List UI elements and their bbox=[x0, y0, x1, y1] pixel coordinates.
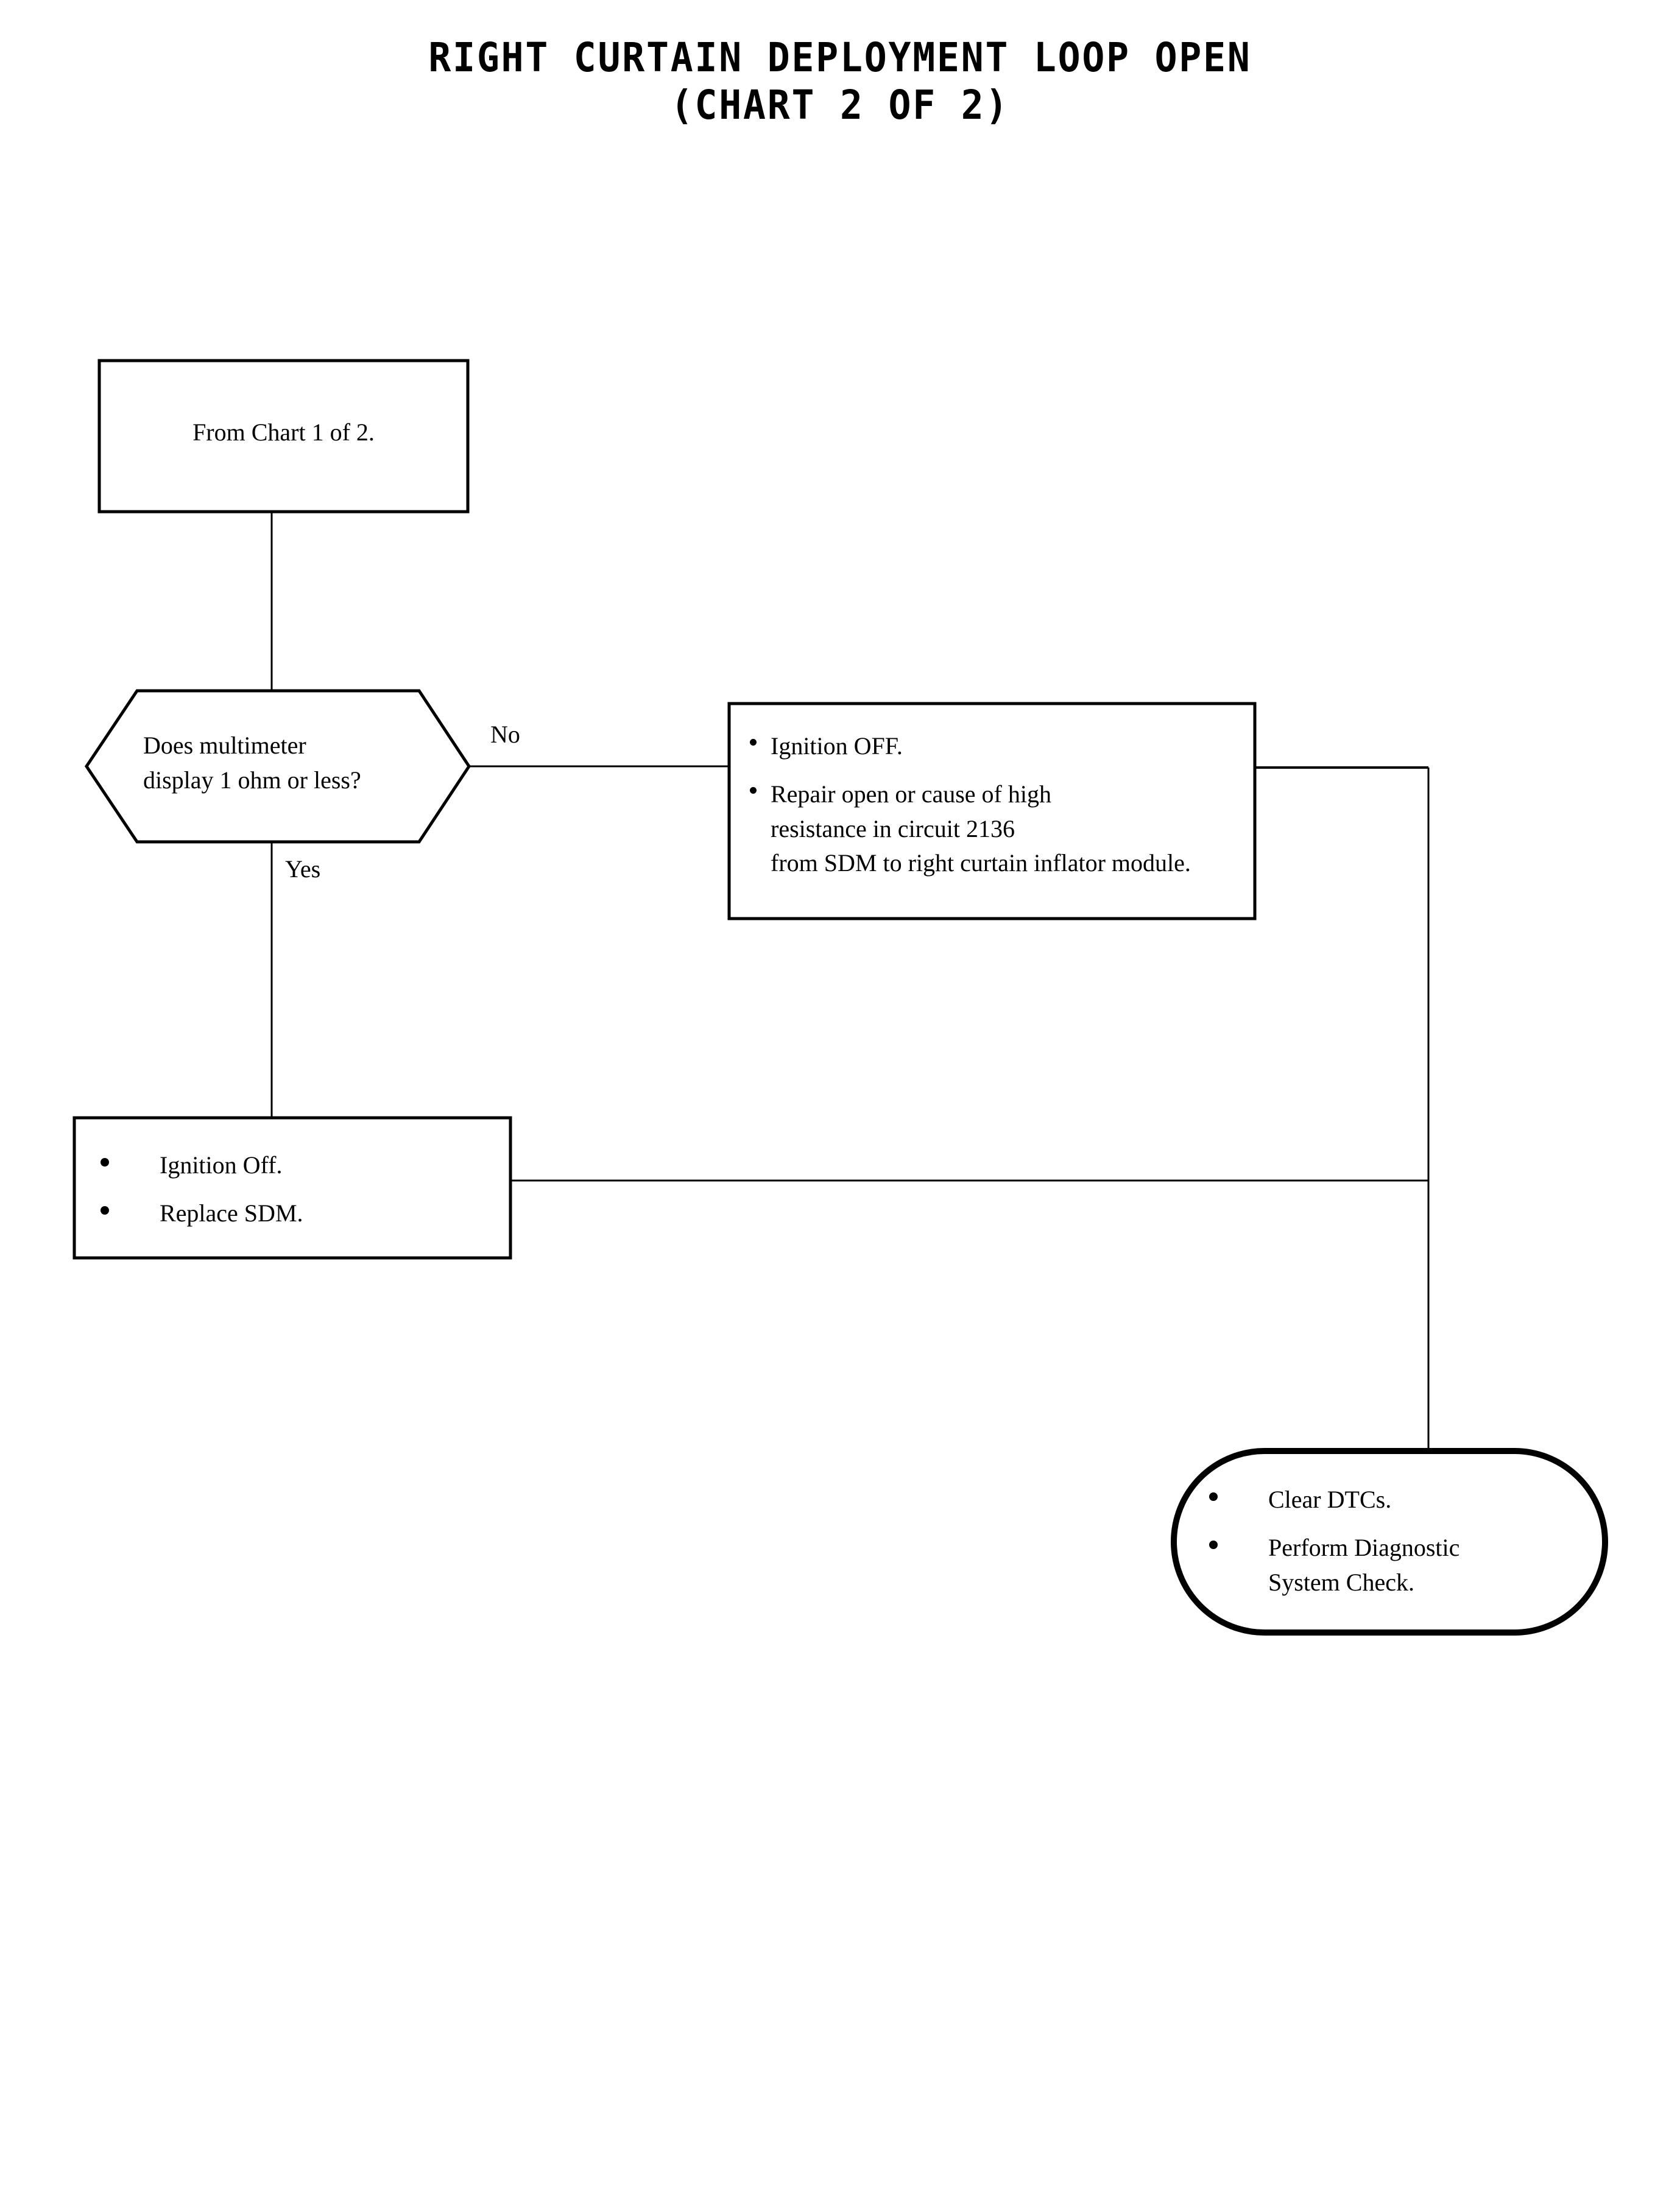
replace-bullet-2: Replace SDM. bbox=[94, 1196, 496, 1231]
repair-bullet-2-line-3: from SDM to right curtain inflator modul… bbox=[771, 849, 1191, 877]
branch-label-yes: Yes bbox=[285, 855, 321, 883]
title-line-2: (CHART 2 OF 2) bbox=[670, 81, 1010, 129]
replace-bullet-1: Ignition Off. bbox=[94, 1148, 496, 1183]
terminal-box-content: Clear DTCs. Perform Diagnostic System Ch… bbox=[1203, 1483, 1569, 1600]
repair-bullet-list: Ignition OFF. Repair open or cause of hi… bbox=[748, 729, 1235, 881]
replace-box-shape bbox=[72, 1116, 512, 1260]
terminal-bullet-2: Perform Diagnostic System Check. bbox=[1203, 1531, 1569, 1600]
replace-bullet-2-line-1: Replace SDM. bbox=[160, 1199, 303, 1227]
repair-bullet-2-line-1: Repair open or cause of high bbox=[771, 780, 1051, 808]
terminal-stadium-shape bbox=[1171, 1448, 1608, 1636]
terminal-bullet-list: Clear DTCs. Perform Diagnostic System Ch… bbox=[1203, 1483, 1569, 1600]
branch-label-no: No bbox=[490, 721, 520, 748]
terminal-bullet-2-line-2: System Check. bbox=[1268, 1568, 1414, 1596]
title-line-1: RIGHT CURTAIN DEPLOYMENT LOOP OPEN bbox=[428, 34, 1252, 81]
terminal-bullet-1: Clear DTCs. bbox=[1203, 1483, 1569, 1517]
decision-hexagon-shape bbox=[84, 689, 471, 844]
replace-bullet-1-line-1: Ignition Off. bbox=[160, 1151, 283, 1179]
decision-question: Does multimeter display 1 ohm or less? bbox=[143, 729, 429, 798]
decision-question-line-1: Does multimeter bbox=[143, 732, 306, 759]
repair-bullet-1-line-1: Ignition OFF. bbox=[771, 732, 903, 760]
repair-bullet-1: Ignition OFF. bbox=[748, 729, 1235, 764]
terminal-bullet-2-line-1: Perform Diagnostic bbox=[1268, 1533, 1460, 1561]
page-title: RIGHT CURTAIN DEPLOYMENT LOOP OPEN (CHAR… bbox=[0, 34, 1680, 129]
decision-question-line-2: display 1 ohm or less? bbox=[143, 766, 361, 794]
entry-box-label: From Chart 1 of 2. bbox=[192, 418, 375, 446]
repair-box-content: Ignition OFF. Repair open or cause of hi… bbox=[748, 729, 1235, 881]
repair-bullet-2: Repair open or cause of high resistance … bbox=[748, 777, 1235, 881]
replace-bullet-list: Ignition Off. Replace SDM. bbox=[94, 1148, 496, 1231]
entry-box-shape bbox=[97, 359, 470, 514]
repair-bullet-2-line-2: resistance in circuit 2136 bbox=[771, 814, 1015, 842]
terminal-bullet-1-line-1: Clear DTCs. bbox=[1268, 1486, 1392, 1513]
repair-box-shape bbox=[727, 702, 1257, 920]
replace-box-content: Ignition Off. Replace SDM. bbox=[94, 1148, 496, 1231]
